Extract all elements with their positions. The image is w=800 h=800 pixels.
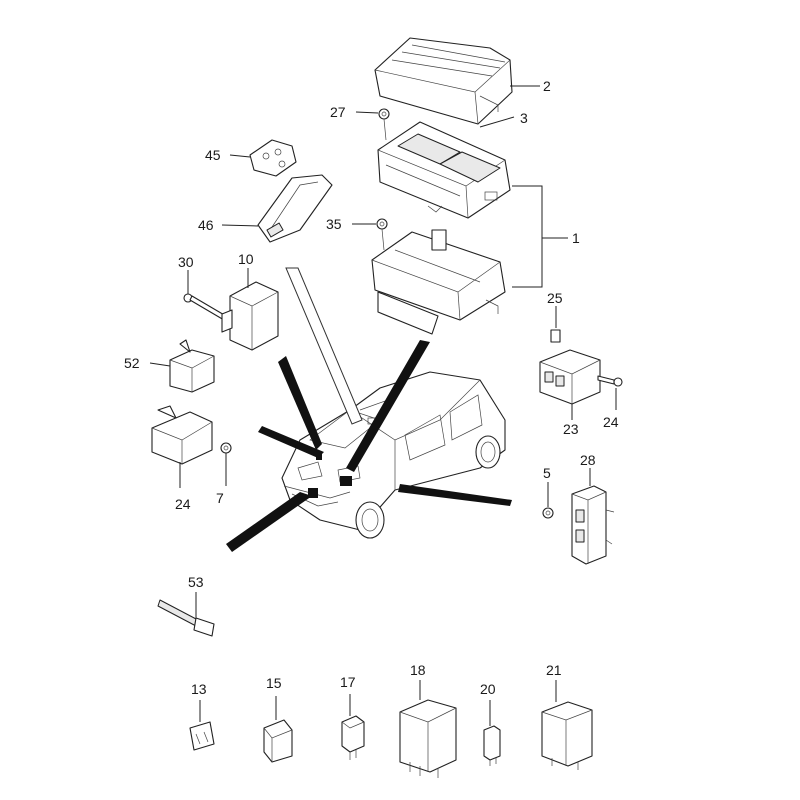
relay-18 bbox=[399, 699, 457, 778]
relay-23 bbox=[539, 349, 601, 405]
label-53: 53 bbox=[188, 574, 204, 590]
clip-25 bbox=[550, 329, 561, 343]
label-46: 46 bbox=[198, 217, 214, 233]
label-25: 25 bbox=[547, 290, 563, 306]
label-24: 24 bbox=[603, 414, 619, 430]
bolt-30 bbox=[183, 293, 227, 321]
module-7 bbox=[151, 405, 213, 465]
label-45: 45 bbox=[205, 147, 221, 163]
location-band-4 bbox=[346, 340, 430, 472]
label-20: 20 bbox=[480, 681, 496, 697]
remote-key-fob bbox=[249, 139, 297, 177]
location-marker-a bbox=[340, 476, 352, 486]
label-30: 30 bbox=[178, 254, 194, 270]
label-7: 24 bbox=[175, 496, 191, 512]
label-17: 17 bbox=[340, 674, 356, 690]
location-band-5 bbox=[398, 484, 512, 506]
screw-24 bbox=[597, 375, 623, 387]
label-35: 35 bbox=[326, 216, 342, 232]
location-band-light bbox=[285, 267, 363, 425]
label-13: 13 bbox=[191, 681, 207, 697]
label-52: 52 bbox=[124, 355, 140, 371]
label-15: 15 bbox=[266, 675, 282, 691]
leader-46 bbox=[221, 224, 259, 227]
junction-block-28 bbox=[571, 485, 615, 565]
leader-27 bbox=[355, 111, 379, 114]
fuse-box-cover bbox=[374, 37, 513, 125]
label-3: 3 bbox=[520, 110, 528, 126]
location-marker-b bbox=[308, 488, 318, 498]
fuse-block bbox=[377, 121, 511, 219]
fuse-box-lower-case bbox=[371, 229, 506, 335]
nut-5 bbox=[542, 507, 554, 519]
location-marker-c bbox=[316, 452, 322, 460]
label-18: 18 bbox=[410, 662, 426, 678]
key-holder bbox=[257, 174, 333, 243]
location-band-1 bbox=[278, 356, 322, 450]
location-band-3 bbox=[226, 492, 312, 552]
nut-12 bbox=[220, 442, 232, 454]
relay-20 bbox=[483, 725, 501, 766]
leader-3 bbox=[479, 116, 515, 128]
leader-52 bbox=[149, 362, 171, 367]
fuse-13 bbox=[189, 721, 215, 751]
label-21: 21 bbox=[546, 662, 562, 678]
label-12: 7 bbox=[216, 490, 224, 506]
label-23: 23 bbox=[563, 421, 579, 437]
leader-45 bbox=[229, 154, 251, 158]
location-band-2 bbox=[258, 426, 324, 458]
fuse-15 bbox=[263, 719, 293, 763]
module-52 bbox=[169, 339, 215, 393]
nut-27 bbox=[378, 108, 390, 141]
sensor-53 bbox=[157, 599, 215, 637]
label-10: 10 bbox=[238, 251, 254, 267]
label-28: 28 bbox=[580, 452, 596, 468]
control-module-10 bbox=[221, 281, 279, 351]
label-2: 2 bbox=[543, 78, 551, 94]
nut-35 bbox=[376, 218, 388, 251]
bracket-1 bbox=[512, 185, 543, 288]
label-5: 5 bbox=[543, 465, 551, 481]
label-1: 1 bbox=[572, 230, 580, 246]
relay-17 bbox=[341, 715, 365, 760]
label-27: 27 bbox=[330, 104, 346, 120]
relay-21 bbox=[541, 701, 593, 770]
